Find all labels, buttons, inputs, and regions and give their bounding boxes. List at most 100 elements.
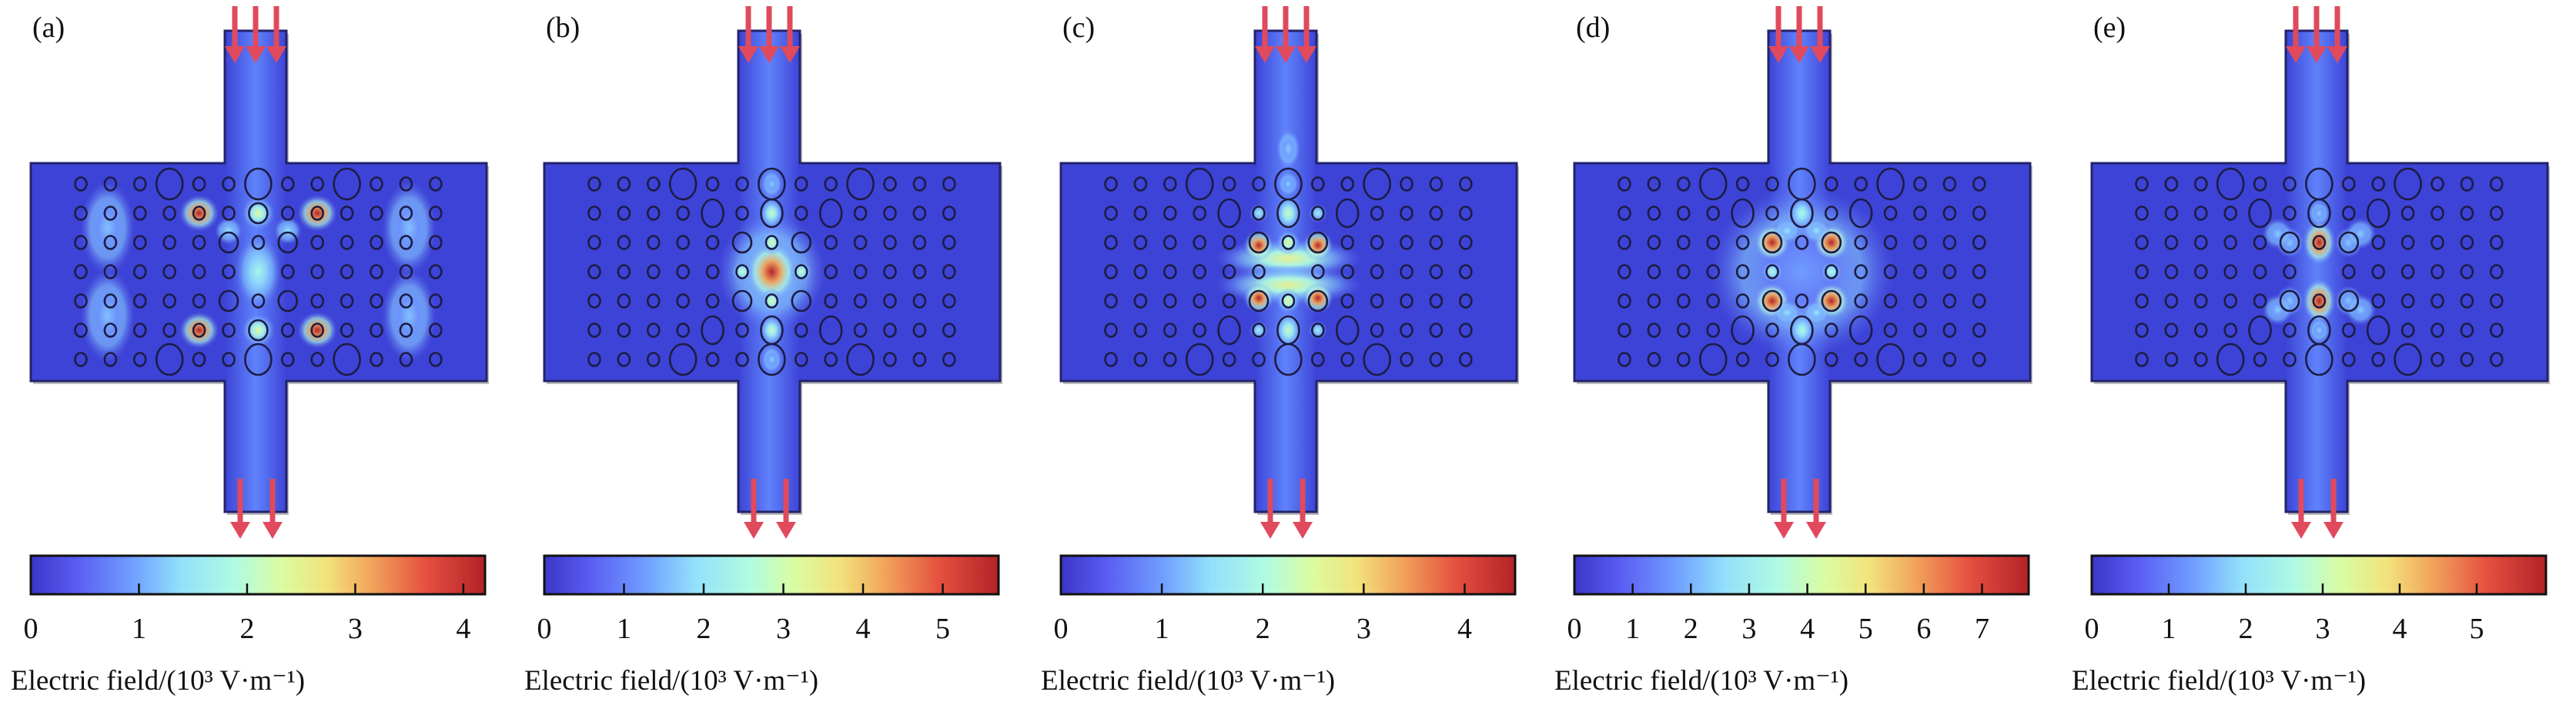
air-hole <box>647 352 661 367</box>
air-hole <box>912 293 927 309</box>
colorbar <box>1059 554 1517 596</box>
colorbar-tick-label: 4 <box>1800 613 1815 645</box>
air-hole <box>428 176 443 192</box>
air-hole <box>244 167 273 201</box>
air-hole <box>2135 235 2149 250</box>
output-arrow <box>2291 479 2311 539</box>
air-hole <box>399 352 413 367</box>
air-hole <box>942 293 956 309</box>
air-hole <box>701 315 724 346</box>
field-hotspot <box>761 230 783 255</box>
air-hole <box>162 206 176 221</box>
air-hole <box>1133 323 1148 338</box>
air-hole <box>1731 315 1755 346</box>
air-hole <box>192 323 206 338</box>
air-hole <box>399 323 413 338</box>
colorbar-tick-label: 5 <box>935 613 951 645</box>
colorbar-tick-label: 1 <box>1625 613 1641 645</box>
air-hole <box>370 235 383 250</box>
air-hole <box>617 352 631 367</box>
air-hole <box>2248 198 2272 229</box>
air-hole <box>1281 235 1296 250</box>
air-hole <box>1972 235 1986 250</box>
air-hole <box>1222 293 1236 309</box>
air-hole <box>280 206 295 221</box>
air-hole <box>155 167 184 201</box>
air-hole <box>2135 176 2149 192</box>
air-hole <box>705 352 720 367</box>
colorbar-title: Electric field/(10³ V·m⁻¹) <box>1041 665 1336 697</box>
colorbar-tick-label: 3 <box>1741 613 1757 645</box>
air-hole <box>587 176 601 192</box>
colorbar-tick-label: 0 <box>23 613 38 645</box>
colorbar-tick-label: 0 <box>1053 613 1069 645</box>
colorbar-tick-label: 7 <box>1974 613 1989 645</box>
air-hole <box>428 264 443 279</box>
air-hole <box>2400 323 2415 338</box>
air-hole <box>2460 235 2474 250</box>
air-hole <box>1848 198 1873 229</box>
field-map <box>29 6 489 596</box>
air-hole <box>133 323 147 338</box>
field-hotspot <box>2308 318 2330 343</box>
air-hole <box>1854 293 1868 309</box>
air-hole <box>162 264 176 279</box>
air-hole <box>1824 323 1838 338</box>
air-hole <box>1163 264 1177 279</box>
field-hotspot <box>1276 129 1301 169</box>
air-hole <box>912 352 927 367</box>
air-hole <box>1335 315 1360 346</box>
output-arrow <box>1293 479 1313 539</box>
air-hole <box>647 235 661 250</box>
air-hole <box>2164 293 2179 309</box>
air-hole <box>192 176 206 192</box>
air-hole <box>1913 206 1927 221</box>
air-hole <box>1429 323 1444 338</box>
air-hole <box>2341 352 2356 367</box>
air-hole <box>1883 323 1898 338</box>
air-hole <box>883 176 897 192</box>
air-hole <box>2430 235 2444 250</box>
air-hole <box>912 264 927 279</box>
field-hotspot <box>731 261 753 282</box>
input-arrow <box>246 6 266 63</box>
air-hole <box>192 293 206 309</box>
air-hole <box>1281 293 1296 309</box>
field-hotspot <box>2302 278 2337 324</box>
air-hole <box>370 264 383 279</box>
air-hole <box>1252 176 1266 192</box>
input-arrow <box>1255 6 1275 63</box>
air-hole <box>1795 235 1809 250</box>
air-hole <box>2341 264 2356 279</box>
colorbar-tick-label: 1 <box>617 613 631 645</box>
air-hole <box>1400 235 1413 250</box>
air-hole <box>1104 323 1118 338</box>
air-hole <box>1133 352 1148 367</box>
air-hole <box>1788 343 1816 376</box>
colorbar <box>543 554 1000 596</box>
air-hole <box>1913 323 1927 338</box>
air-hole <box>1248 231 1270 254</box>
air-hole <box>647 176 661 192</box>
air-hole <box>1677 264 1691 279</box>
air-hole <box>133 352 147 367</box>
air-hole <box>2279 231 2300 254</box>
air-hole <box>2430 206 2444 221</box>
colorbar-tick-label: 5 <box>2469 613 2484 645</box>
air-hole <box>1163 293 1177 309</box>
air-hole <box>2489 235 2504 250</box>
air-hole <box>705 264 720 279</box>
air-hole <box>1363 167 1391 201</box>
air-hole <box>1647 352 1661 367</box>
air-hole <box>2489 323 2504 338</box>
colorbar-tick-label: 2 <box>1255 613 1270 645</box>
air-hole <box>853 264 868 279</box>
colorbar-tick-label: 2 <box>696 613 711 645</box>
air-hole <box>735 176 749 192</box>
air-hole <box>1735 352 1750 367</box>
air-hole <box>1761 231 1783 254</box>
air-hole <box>735 323 749 338</box>
air-hole <box>676 293 690 309</box>
input-arrow <box>266 6 286 63</box>
